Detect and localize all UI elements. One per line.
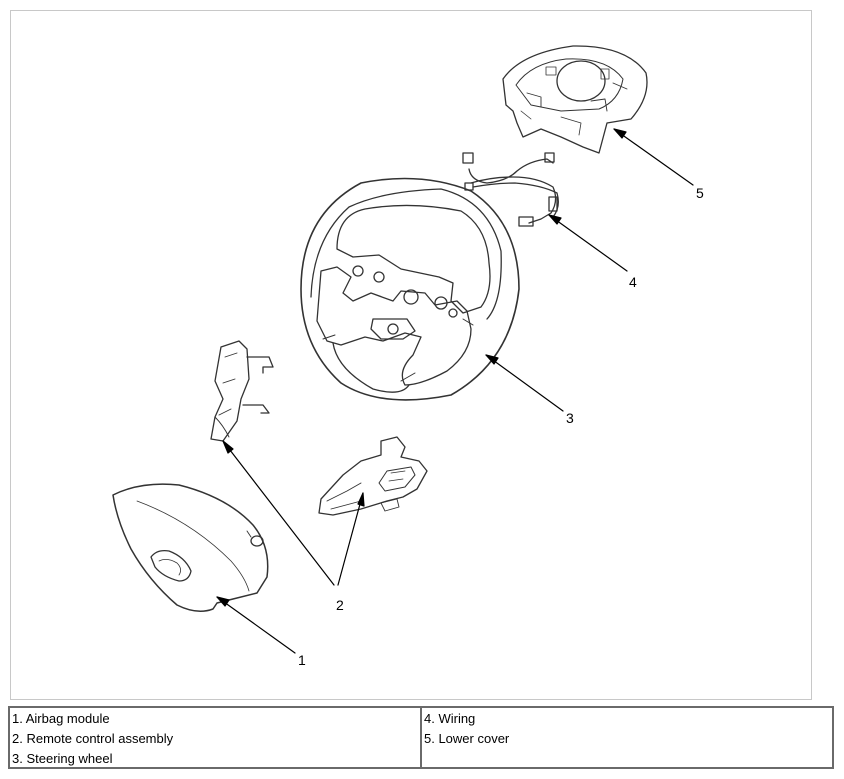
steering-wheel-part [300, 177, 520, 401]
parts-legend-table: 1. Airbag module 2. Remote control assem… [8, 706, 834, 769]
callout-4: 4 [629, 274, 637, 290]
diagram-drawing [112, 45, 694, 654]
legend-right-column: 4. Wiring 5. Lower cover [420, 708, 832, 767]
lower-cover-part [502, 45, 648, 154]
wiring-harness-part [462, 152, 559, 227]
legend-item-lower-cover: 5. Lower cover [424, 731, 510, 746]
leader-lines [216, 128, 694, 654]
callout-3: 3 [566, 410, 574, 426]
callout-1: 1 [298, 652, 306, 668]
airbag-module-part [112, 483, 269, 612]
exploded-parts-diagram: 5 4 3 2 1 [10, 10, 812, 700]
legend-left-column: 1. Airbag module 2. Remote control assem… [10, 708, 420, 767]
callout-2: 2 [336, 597, 344, 613]
legend-item-airbag-module: 1. Airbag module [12, 711, 110, 726]
callout-5: 5 [696, 185, 704, 201]
legend-item-steering-wheel: 3. Steering wheel [12, 751, 113, 766]
legend-item-remote-control-assembly: 2. Remote control assembly [12, 731, 174, 746]
remote-control-left-part [210, 340, 274, 442]
remote-control-right-part [318, 436, 428, 516]
legend-item-wiring: 4. Wiring [424, 711, 476, 726]
